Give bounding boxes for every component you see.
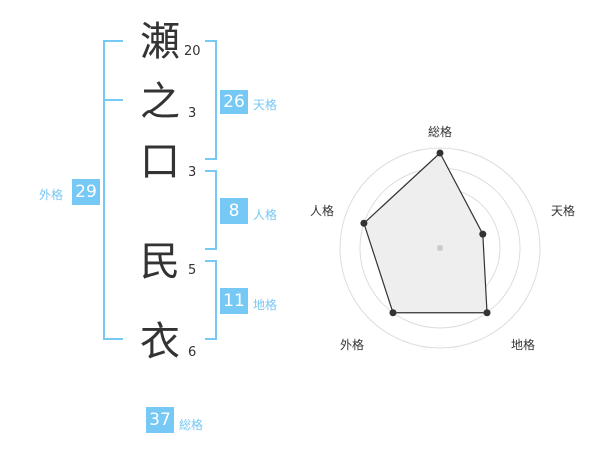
radar-point-1 <box>436 149 444 157</box>
radar-axis-label-tenkaku: 天格 <box>551 204 576 218</box>
name-char-3: 口 <box>140 139 180 185</box>
radar-axis-label-jinkaku: 人格 <box>310 204 335 218</box>
stroke-count-2: 3 <box>188 106 197 121</box>
chikaku-badge: 11 <box>220 288 248 314</box>
stroke-count-4: 5 <box>188 263 197 278</box>
radar-polygon <box>363 152 488 314</box>
radar-axis-label-chikaku: 地格 <box>511 338 536 352</box>
radar-chart <box>339 147 541 349</box>
name-char-1: 瀬 <box>140 19 180 65</box>
stroke-count-5: 6 <box>188 345 197 360</box>
radar-center <box>437 245 443 251</box>
radar-point-5 <box>360 219 368 227</box>
jinkaku-badge: 8 <box>220 198 248 224</box>
jinkaku-label: 人格 <box>253 208 278 222</box>
name-char-5: 衣 <box>140 319 180 365</box>
radar-axis-label-soukaku: 総格 <box>428 125 453 139</box>
radar-axis-label-gaikaku: 外格 <box>340 338 365 352</box>
radar-point-3 <box>483 309 491 317</box>
gaikaku-label: 外格 <box>39 188 64 202</box>
chikaku-bracket <box>205 260 217 340</box>
name-char-4: 民 <box>140 239 180 285</box>
gaikaku-bracket <box>103 40 123 340</box>
radar-point-2 <box>479 230 487 238</box>
name-char-2: 之 <box>140 79 180 125</box>
soukaku-badge: 37 <box>146 407 174 433</box>
gaikaku-badge: 29 <box>72 179 100 205</box>
jinkaku-bracket <box>205 170 217 250</box>
tenkaku-bracket <box>205 40 217 160</box>
soukaku-label: 総格 <box>179 418 204 432</box>
tenkaku-badge: 26 <box>220 90 248 114</box>
gaikaku-bracket-mid <box>103 99 123 101</box>
radar-point-4 <box>389 309 397 317</box>
chikaku-label: 地格 <box>253 298 278 312</box>
stroke-count-1: 20 <box>184 44 201 59</box>
stroke-count-3: 3 <box>188 165 197 180</box>
tenkaku-label: 天格 <box>253 98 278 112</box>
